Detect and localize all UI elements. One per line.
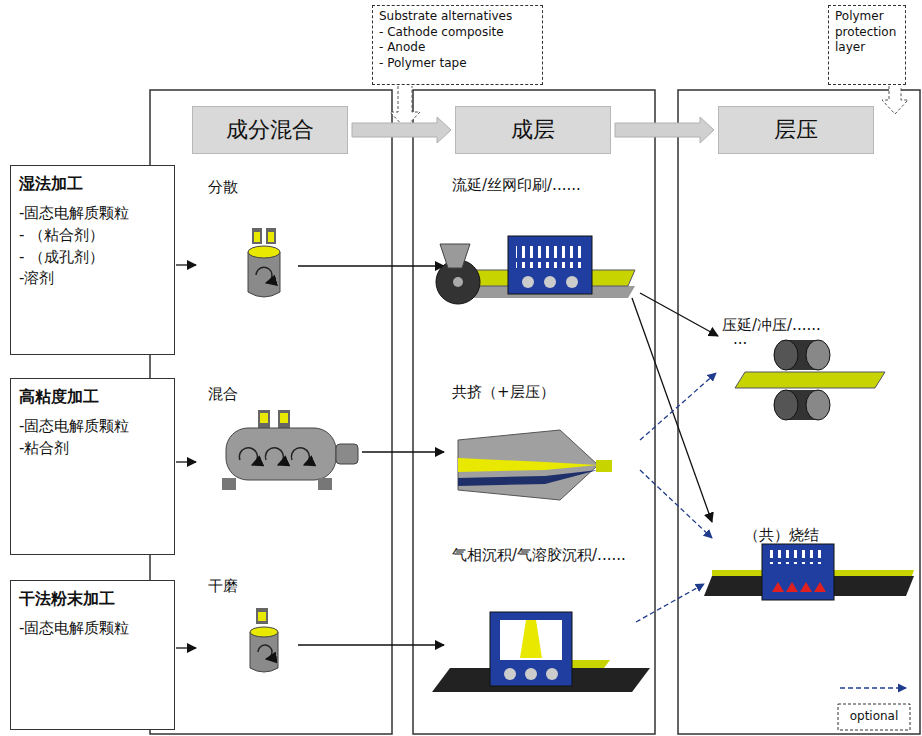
box-text: -固态电解质颗粒 (19, 618, 166, 640)
process-label: （共）烧结 (744, 526, 819, 546)
box-text: 层压 (774, 115, 818, 145)
flow-arrow (352, 117, 451, 143)
flow-arrow (615, 117, 714, 143)
box-text: - （成孔剂） (19, 247, 166, 269)
process-label: 流延/丝网印刷/...... (452, 176, 602, 196)
stage-header: 成层 (455, 106, 611, 154)
process-label: ... (733, 330, 747, 350)
box-text: - Anode (379, 40, 536, 56)
box-text: -粘合剂 (19, 438, 166, 460)
box-text: - Cathode composite (379, 25, 536, 41)
process-label: 共挤（+层压） (452, 383, 555, 403)
box-text: -溶剂 (19, 268, 166, 290)
process-label: 干磨 (208, 577, 238, 597)
box-heading: 干法粉末加工 (19, 587, 166, 610)
box-text: -固态电解质颗粒 (19, 416, 166, 438)
process-label: 分散 (208, 178, 238, 198)
input-box: 高粘度加工 -固态电解质颗粒-粘合剂 (10, 378, 175, 555)
box-text: Substrate alternatives (379, 9, 536, 25)
box-text: 成分混合 (226, 115, 314, 145)
box-text: - Polymer tape (379, 56, 536, 72)
box-heading: 湿法加工 (19, 172, 166, 195)
box-text: 成层 (511, 115, 555, 145)
box-text: Polymer protection layer (835, 9, 899, 56)
box-text: - （粘合剂） (19, 225, 166, 247)
process-label: 混合 (208, 385, 238, 405)
input-box: 干法粉末加工 -固态电解质颗粒 (10, 580, 175, 730)
callout-box: Substrate alternatives- Cathode composit… (372, 5, 543, 85)
box-text: -固态电解质颗粒 (19, 203, 166, 225)
process-label: 气相沉积/气溶胶沉积/...... (452, 546, 627, 566)
box-heading: 高粘度加工 (19, 385, 166, 408)
callout-box: Polymer protection layer (828, 5, 906, 85)
legend-text: optional (838, 707, 910, 725)
stage-header: 成分混合 (192, 106, 348, 154)
input-box: 湿法加工 -固态电解质颗粒- （粘合剂）- （成孔剂）-溶剂 (10, 165, 175, 355)
stage-header: 层压 (718, 106, 874, 154)
